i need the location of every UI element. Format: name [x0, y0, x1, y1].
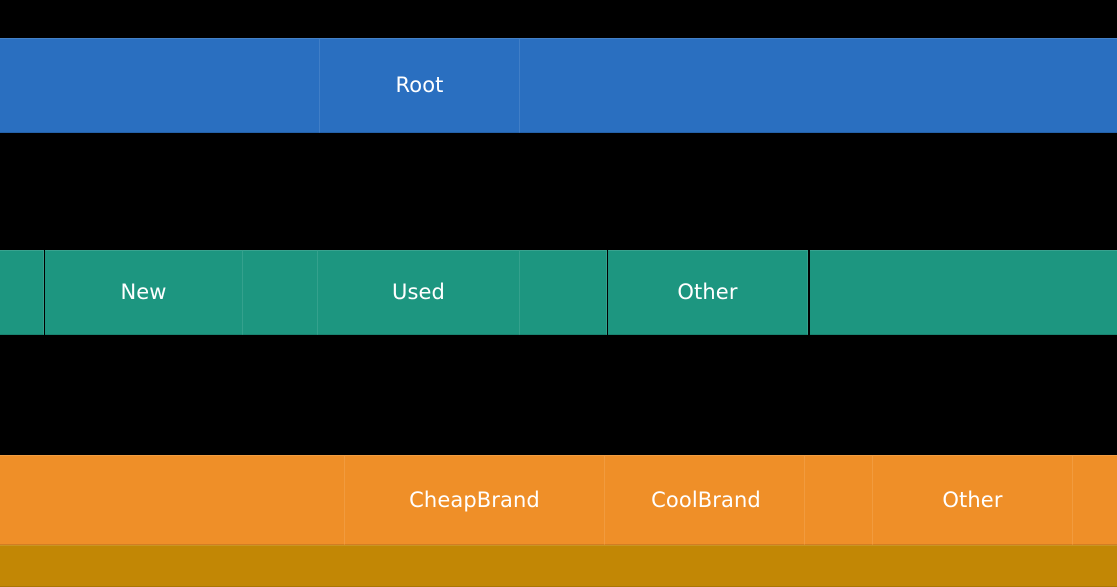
icicle-node-label: Used	[392, 280, 445, 304]
icicle-node-label: Root	[395, 73, 444, 97]
icicle-node-blank[interactable]	[0, 545, 1117, 587]
icicle-level-condition-level: New Used Other	[0, 250, 1117, 335]
icicle-node-blank[interactable]	[0, 250, 44, 335]
icicle-node-coolbrand[interactable]: CoolBrand	[608, 455, 805, 545]
icicle-node-blank[interactable]	[243, 250, 318, 335]
icicle-level-brand-level: CheapBrand CoolBrand Other	[0, 455, 1117, 545]
icicle-node-other[interactable]: Other	[873, 455, 1073, 545]
icicle-node-blank[interactable]	[0, 38, 320, 133]
icicle-node-label: CoolBrand	[651, 487, 761, 512]
icicle-node-label: Other	[942, 487, 1003, 512]
icicle-node-blank[interactable]	[605, 455, 608, 545]
icicle-node-root[interactable]: Root	[320, 38, 520, 133]
icicle-node-blank[interactable]	[0, 455, 345, 545]
icicle-node-label: New	[120, 280, 167, 304]
icicle-level-root-level: Root	[0, 38, 1117, 133]
icicle-node-cheapbrand[interactable]: CheapBrand	[345, 455, 605, 545]
icicle-node-blank[interactable]	[805, 455, 873, 545]
icicle-node-new[interactable]: New	[45, 250, 243, 335]
icicle-node-used[interactable]: Used	[318, 250, 520, 335]
icicle-node-label: CheapBrand	[409, 487, 540, 512]
icicle-node-blank[interactable]	[520, 38, 1117, 133]
icicle-node-blank[interactable]	[810, 250, 1117, 335]
icicle-node-blank[interactable]	[520, 250, 607, 335]
icicle-node-label: Other	[677, 280, 738, 304]
icicle-node-other[interactable]: Other	[608, 250, 808, 335]
icicle-level-leaf-level	[0, 545, 1117, 587]
icicle-node-blank[interactable]	[1073, 455, 1117, 545]
